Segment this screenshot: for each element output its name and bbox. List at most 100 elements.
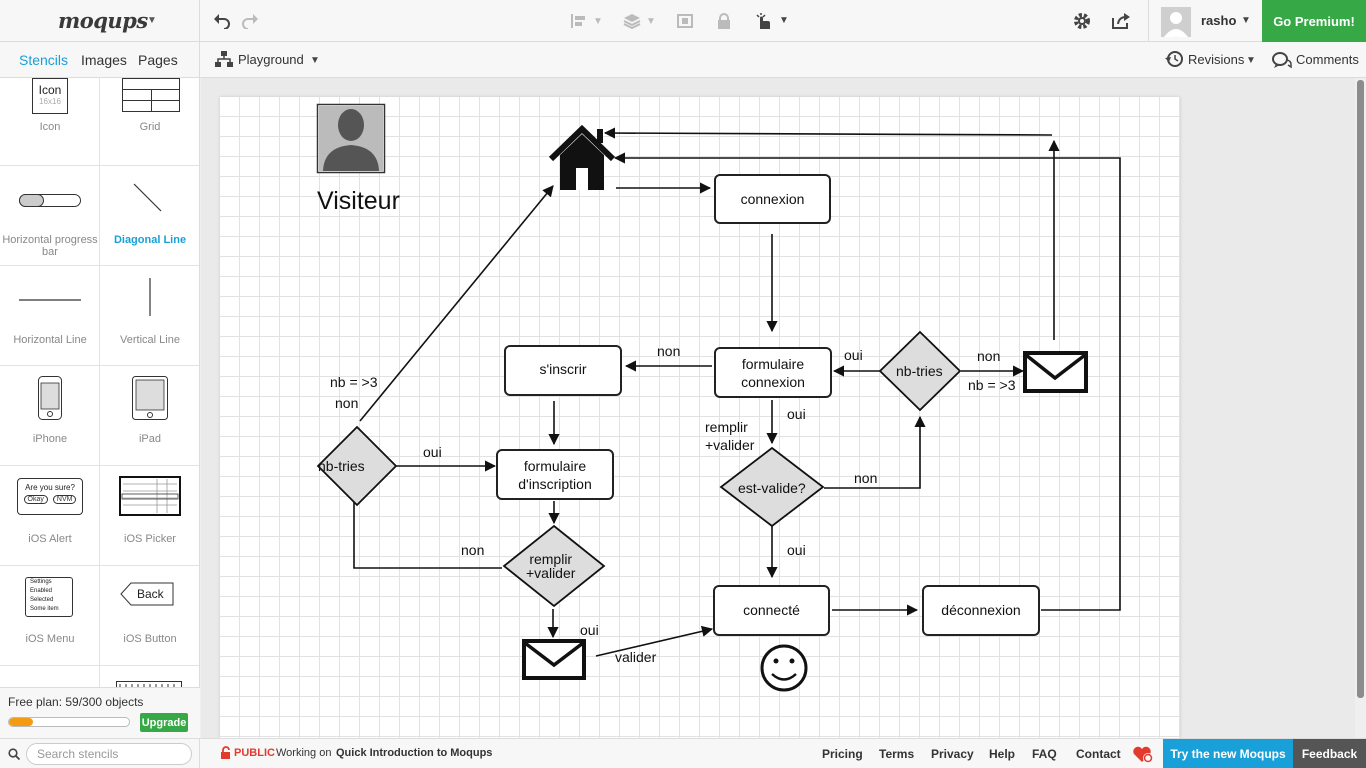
- stencil-iphone[interactable]: iPhone: [0, 366, 100, 466]
- box-sinscrir[interactable]: s'inscrir: [504, 345, 622, 396]
- visitor-avatar: [316, 103, 386, 174]
- stencil-ios-picker[interactable]: iOS Picker: [100, 466, 199, 566]
- ios-back-button-thumbnail-icon: [120, 582, 174, 606]
- undo-icon[interactable]: [212, 11, 232, 31]
- footer-link-help[interactable]: Help: [989, 747, 1016, 761]
- stencil-horizontal-line[interactable]: Horizontal Line: [0, 266, 100, 366]
- revisions-menu[interactable]: Revisions: [1188, 52, 1245, 67]
- public-badge[interactable]: PUBLIC: [234, 747, 275, 759]
- visitor-title[interactable]: Visiteur: [317, 187, 400, 215]
- project-name[interactable]: Quick Introduction to Moqups: [336, 747, 493, 759]
- box-deconnexion[interactable]: déconnexion: [922, 585, 1040, 636]
- app-logo[interactable]: moqups: [58, 8, 148, 33]
- tab-images[interactable]: Images: [81, 52, 127, 68]
- label-non-bottom-left: non: [461, 542, 485, 558]
- user-avatar: [1161, 7, 1191, 37]
- stencil-icon[interactable]: Icon 16x16 Icon: [0, 78, 100, 166]
- box-formulaire-inscription[interactable]: formulaire d'inscription: [496, 449, 614, 500]
- ipad-thumbnail-icon: [132, 376, 168, 420]
- stencil-label: iOS Picker: [124, 533, 176, 545]
- align-chevron-down-icon[interactable]: ▼: [593, 16, 603, 27]
- lock-icon[interactable]: [714, 11, 734, 31]
- grid-thumbnail-icon: [122, 78, 180, 112]
- redo-icon[interactable]: [240, 11, 260, 31]
- group-icon[interactable]: [675, 11, 695, 31]
- try-new-moqups-button[interactable]: Try the new Moqups: [1163, 739, 1293, 768]
- stencil-horizontal-progress-bar[interactable]: Horizontal progress bar: [0, 166, 100, 266]
- top-toolbar: moqups ▼ ▼ ▼ ▼ rasho ▼ Go Premium!: [0, 0, 1366, 42]
- ios-alert-thumb-button: Okay: [23, 495, 48, 504]
- stencil-ios-menu[interactable]: Settings Enabled Selected Some item iOS …: [0, 566, 100, 666]
- stencil-label: Diagonal Line: [113, 234, 187, 246]
- stencil-ios-alert[interactable]: Are you sure? Okay NVM iOS Alert: [0, 466, 100, 566]
- search-stencils-input[interactable]: Search stencils: [26, 743, 192, 765]
- stencil-ios-button[interactable]: Back iOS Button: [100, 566, 199, 666]
- layers-icon[interactable]: [622, 11, 642, 31]
- connector-top-to-home: [603, 127, 1053, 139]
- page-menu-chevron-down-icon[interactable]: ▼: [310, 55, 320, 66]
- box-connexion[interactable]: connexion: [714, 174, 831, 224]
- footer-link-contact[interactable]: Contact: [1076, 747, 1121, 761]
- footer-link-faq[interactable]: FAQ: [1032, 747, 1057, 761]
- tab-stencils[interactable]: Stencils: [19, 52, 69, 68]
- stencil-label: Horizontal progress bar: [2, 234, 98, 258]
- diamond-nbtries-left-label[interactable]: nb-tries: [318, 458, 365, 474]
- home-icon: [548, 124, 616, 190]
- stencil-grid[interactable]: Grid: [100, 78, 199, 166]
- footer-link-pricing[interactable]: Pricing: [822, 747, 863, 761]
- stencil-label: iOS Menu: [25, 633, 75, 645]
- search-area: Search stencils: [0, 739, 200, 768]
- flowchart-connectors: [316, 103, 1121, 692]
- diamond-remplir-label[interactable]: remplir +valider: [526, 551, 576, 581]
- logo-menu-chevron-icon[interactable]: ▼: [147, 15, 157, 26]
- stencil-label: iPad: [138, 433, 162, 445]
- label-non-sinscrir: non: [657, 343, 681, 359]
- diamond-estvalide-label[interactable]: est-valide?: [738, 480, 806, 496]
- plan-panel: Free plan: 59/300 objects Upgrade: [0, 687, 200, 738]
- label-nb3-left: nb = >3: [330, 374, 378, 390]
- design-page[interactable]: Visiteur connexion s'inscrir formulaire …: [220, 97, 1180, 738]
- stencil-label: iPhone: [32, 433, 68, 445]
- stencil-diagonal-line[interactable]: Diagonal Line: [100, 166, 199, 266]
- search-icon: [8, 747, 21, 765]
- align-icon[interactable]: [569, 11, 589, 31]
- plan-usage-progress-fill: [9, 718, 33, 726]
- user-menu[interactable]: rasho ▼: [1148, 0, 1260, 42]
- interaction-hand-icon[interactable]: [753, 11, 773, 31]
- sitemap-icon[interactable]: [215, 51, 233, 72]
- label-oui-formconnexion: oui: [787, 406, 806, 422]
- heart-icon[interactable]: [1132, 746, 1154, 768]
- interaction-chevron-down-icon[interactable]: ▼: [779, 15, 789, 26]
- label-nb3-right: nb = >3: [968, 377, 1016, 393]
- feedback-button[interactable]: Feedback: [1293, 739, 1366, 768]
- box-formulaire-connexion[interactable]: formulaire connexion: [714, 347, 832, 398]
- iphone-thumbnail-icon: [38, 376, 62, 420]
- settings-gear-icon[interactable]: [1072, 11, 1092, 31]
- stencil-ipad[interactable]: iPad: [100, 366, 199, 466]
- tab-pages[interactable]: Pages: [138, 52, 178, 68]
- revisions-history-icon[interactable]: [1165, 50, 1183, 73]
- box-connecte[interactable]: connecté: [713, 585, 830, 636]
- share-icon[interactable]: [1111, 11, 1131, 31]
- footer-link-terms[interactable]: Terms: [879, 747, 915, 761]
- stencil-more[interactable]: [100, 666, 199, 738]
- revisions-chevron-down-icon[interactable]: ▼: [1246, 55, 1256, 66]
- footer-link-privacy[interactable]: Privacy: [931, 747, 974, 761]
- comments-button[interactable]: Comments: [1296, 52, 1359, 67]
- bottom-bar: Search stencils PUBLIC Working on Quick …: [0, 738, 1366, 768]
- label-oui-left: oui: [423, 444, 442, 460]
- upgrade-button[interactable]: Upgrade: [140, 713, 188, 732]
- progress-bar-thumbnail-icon: [19, 194, 81, 207]
- stencil-icon-thumb-sub: 16x16: [39, 97, 61, 106]
- go-premium-button[interactable]: Go Premium!: [1262, 0, 1366, 42]
- page-menu[interactable]: Playground: [238, 52, 304, 67]
- stencil-icon-thumbnail: Icon 16x16: [32, 78, 68, 114]
- stencil-label: iOS Alert: [28, 533, 72, 545]
- layers-chevron-down-icon[interactable]: ▼: [646, 16, 656, 27]
- comments-bubble-icon[interactable]: [1272, 51, 1292, 74]
- vertical-line-thumbnail-icon: [149, 278, 151, 316]
- scrollbar-thumb[interactable]: [1357, 80, 1364, 698]
- diamond-nbtries-right-label[interactable]: nb-tries: [896, 363, 943, 379]
- stencil-vertical-line[interactable]: Vertical Line: [100, 266, 199, 366]
- ios-button-thumb-title: Back: [137, 587, 164, 601]
